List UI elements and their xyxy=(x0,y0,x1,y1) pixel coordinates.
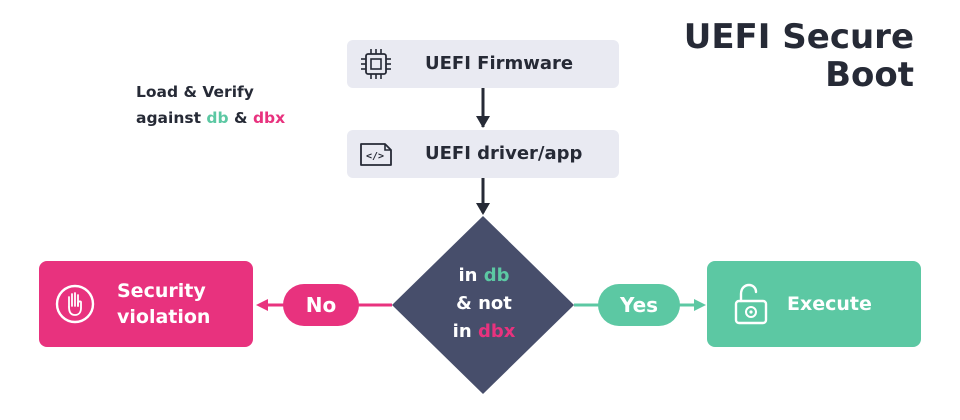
chip-icon xyxy=(361,49,391,79)
decision-line-2: & not xyxy=(456,293,512,314)
title-line-1: UEFI Secure xyxy=(683,17,914,57)
arrowhead-firmware-to-driver xyxy=(476,116,490,128)
security-violation-label: Security violation xyxy=(117,278,210,330)
execute-label: Execute xyxy=(787,293,872,315)
decision-diamond xyxy=(392,216,574,394)
security-violation-line-1: Security xyxy=(117,280,206,302)
decision-line-3: in dbx xyxy=(404,318,564,346)
diagram-title: UEFI Secure Boot xyxy=(684,18,914,94)
decision-in-2: in xyxy=(452,321,472,342)
yes-arrowhead xyxy=(694,299,706,311)
no-branch-label: No xyxy=(283,284,359,326)
security-violation-line-2: violation xyxy=(117,306,211,328)
code-file-icon: </> xyxy=(360,143,392,166)
note-dbx: dbx xyxy=(252,109,286,127)
code-icon-glyph: </> xyxy=(366,151,384,162)
load-verify-note: Load & Verify against db & dbx xyxy=(136,79,285,131)
note-db: db xyxy=(206,109,229,127)
decision-db: db xyxy=(483,265,510,286)
uefi-firmware-node: UEFI Firmware xyxy=(347,40,619,88)
note-line-1: Load & Verify xyxy=(136,83,254,101)
yes-branch-label: Yes xyxy=(598,284,680,326)
no-arrowhead xyxy=(256,299,268,311)
security-violation-node: Security violation xyxy=(39,261,253,347)
title-line-2: Boot xyxy=(825,55,914,95)
decision-dbx: dbx xyxy=(477,321,516,342)
uefi-firmware-label: UEFI Firmware xyxy=(425,53,574,74)
uefi-driver-label: UEFI driver/app xyxy=(425,143,583,164)
decision-in-1: in xyxy=(458,265,478,286)
execute-node: Execute xyxy=(707,261,921,347)
decision-line-1: in db xyxy=(404,262,564,290)
note-prefix: against xyxy=(136,109,201,127)
unlocked-padlock-icon xyxy=(734,283,768,325)
note-amp: & xyxy=(234,109,248,127)
uefi-driver-node: </> UEFI driver/app xyxy=(347,130,619,178)
stop-hand-icon xyxy=(55,284,95,324)
arrowhead-driver-to-decision xyxy=(476,203,490,215)
note-line-2: against db & dbx xyxy=(136,105,285,131)
decision-text: in db & not in dbx xyxy=(404,262,564,346)
